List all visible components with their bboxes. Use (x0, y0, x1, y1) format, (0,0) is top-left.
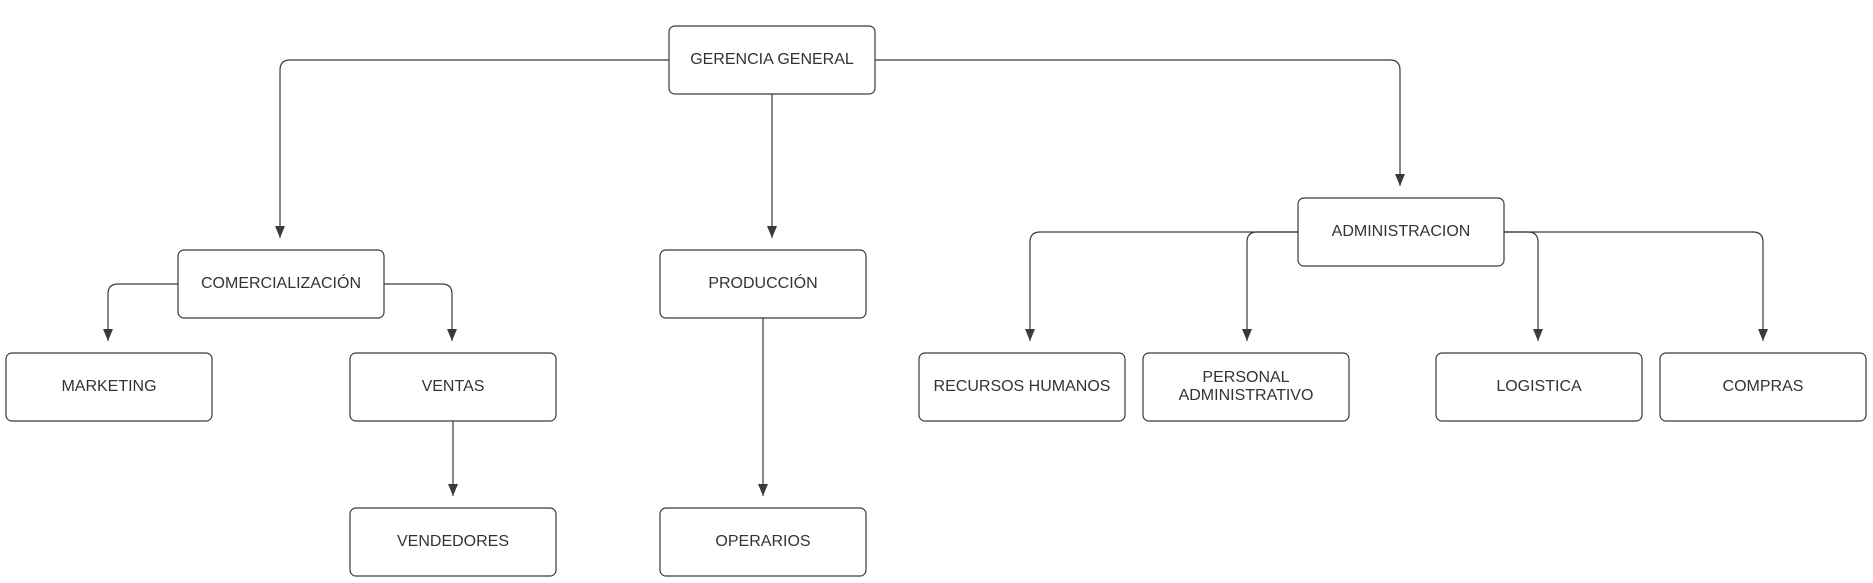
connectors (103, 59, 1768, 496)
org-box-label: VENDEDORES (397, 533, 509, 550)
connector-gerencia-to-administracion (875, 59, 1405, 186)
org-box-frame (659, 507, 867, 577)
org-box-frame (1142, 352, 1350, 422)
org-box-frame (1659, 352, 1867, 422)
org-units: GERENCIA GENERAL COMERCIALIZACIÓN PRODUCCI… (5, 25, 1867, 577)
org-box-frame (1435, 352, 1643, 422)
org-box-frame (349, 352, 557, 422)
org-box-label: OPERARIOS (715, 533, 810, 550)
org-box-label: GERENCIA GENERAL (690, 51, 854, 68)
org-box-frame (918, 352, 1126, 422)
org-box-administracion[interactable]: ADMINISTRACION (1297, 197, 1505, 267)
org-box-comercializacion[interactable]: COMERCIALIZACIÓN (177, 249, 385, 319)
org-box-label: LOGISTICA (1496, 378, 1582, 395)
org-box-label: COMERCIALIZACIÓN (201, 273, 361, 292)
org-box-label: PRODUCCIÓN (708, 273, 817, 292)
connector-administracion-to-logistica (1504, 231, 1543, 341)
org-box-label: COMPRAS (1723, 378, 1804, 395)
connector-comercializacion-to-marketing (103, 283, 178, 341)
org-box-frame (668, 25, 876, 95)
org-box-vendedores[interactable]: VENDEDORES (349, 507, 557, 577)
org-box-produccion[interactable]: PRODUCCIÓN (659, 249, 867, 319)
org-box-frame (659, 249, 867, 319)
org-box-gerencia[interactable]: GERENCIA GENERAL (668, 25, 876, 95)
org-box-frame (1297, 197, 1505, 267)
org-box-label: MARKETING (61, 378, 156, 395)
connector-administracion-to-recursos-humanos (1025, 231, 1298, 341)
org-box-frame (349, 507, 557, 577)
org-box-logistica[interactable]: LOGISTICA (1435, 352, 1643, 422)
org-box-recursos-humanos[interactable]: RECURSOS HUMANOS (918, 352, 1126, 422)
connector-administracion-to-compras (1504, 231, 1768, 341)
org-box-label: RECURSOS HUMANOS (934, 378, 1111, 395)
org-box-operarios[interactable]: OPERARIOS (659, 507, 867, 577)
org-box-label: ADMINISTRATIVO (1179, 387, 1314, 404)
org-box-frame (177, 249, 385, 319)
org-box-compras[interactable]: COMPRAS (1659, 352, 1867, 422)
org-box-ventas[interactable]: VENTAS (349, 352, 557, 422)
org-box-label: VENTAS (422, 378, 485, 395)
org-box-label: ADMINISTRACION (1332, 223, 1471, 240)
org-box-frame (5, 352, 213, 422)
connector-comercializacion-to-ventas (384, 283, 457, 341)
org-box-marketing[interactable]: MARKETING (5, 352, 213, 422)
org-box-label: PERSONAL (1202, 369, 1289, 386)
connector-administracion-to-personal-administrativo (1242, 231, 1298, 341)
connector-gerencia-to-comercializacion (275, 59, 669, 238)
